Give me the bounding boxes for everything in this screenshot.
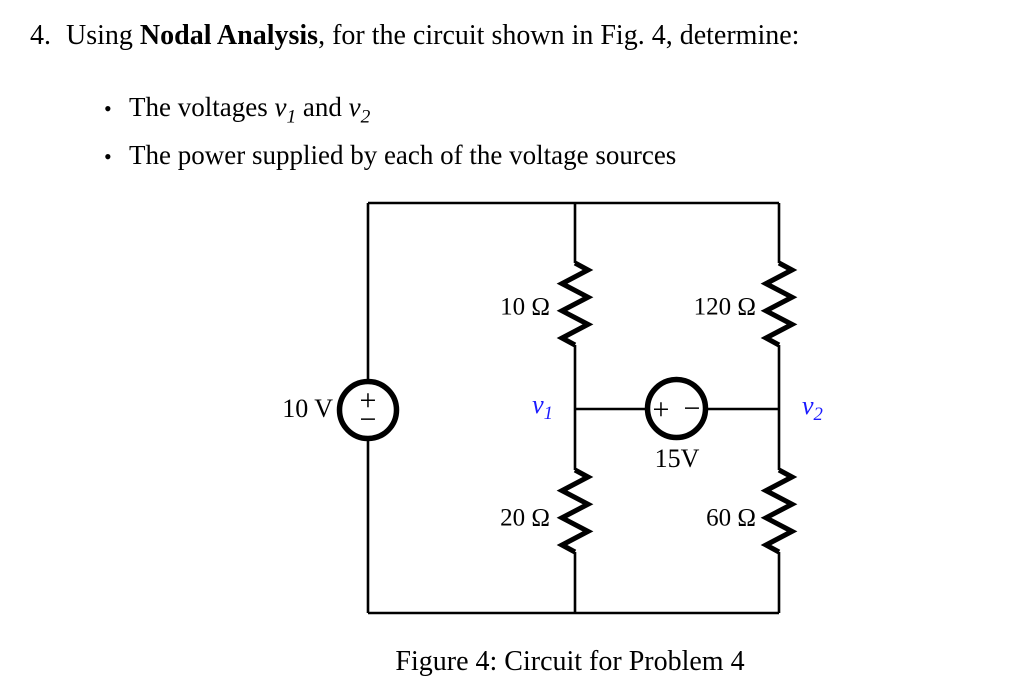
- resistors: [556, 260, 798, 555]
- bullet1-v2-sub: 2: [360, 106, 371, 128]
- heading-text-lead: Using: [66, 20, 140, 51]
- bullet1-v2-base: v: [348, 92, 361, 122]
- bullet-item-power: • The power supplied by each of the volt…: [104, 140, 677, 171]
- bullet1-v1-sub: 1: [286, 106, 297, 128]
- source-polarity-marks: + − + −: [360, 384, 701, 436]
- figure-caption: Figure 4: Circuit for Problem 4: [395, 646, 745, 677]
- source-15v-label: 15V: [654, 444, 700, 473]
- resistor-20ohm-zigzag: [556, 467, 594, 555]
- node-v2-label: v2: [802, 393, 823, 425]
- node-v1-label: v1: [532, 392, 553, 424]
- resistor-60ohm-label: 60 Ω: [706, 504, 756, 532]
- bullet1-v2: v2: [348, 92, 371, 127]
- heading-text-rest: , for the circuit shown in Fig. 4, deter…: [318, 20, 800, 51]
- heading-text-bold: Nodal Analysis: [139, 20, 319, 51]
- bullet1-pre: The voltages: [129, 92, 275, 122]
- resistor-120ohm-label: 120 Ω: [693, 293, 756, 321]
- resistor-10ohm-zigzag: [556, 260, 594, 348]
- resistor-120ohm-zigzag: [760, 260, 798, 348]
- bullet1-text: The voltages v1 and v2: [129, 92, 371, 128]
- bullet1-mid: and: [296, 92, 349, 122]
- bullet2-text: The power supplied by each of the voltag…: [129, 140, 677, 170]
- resistor-10ohm-label: 10 Ω: [500, 293, 550, 321]
- node-v1-sub: 1: [543, 403, 553, 425]
- plus-icon: +: [360, 384, 377, 417]
- plus-icon: +: [653, 393, 670, 426]
- bullet1-v1-base: v: [274, 92, 287, 122]
- node-v1-base: v: [532, 390, 544, 420]
- resistor-20ohm-label: 20 Ω: [500, 504, 550, 532]
- problem-number: 4.: [30, 20, 51, 51]
- minus-icon: −: [684, 392, 701, 425]
- bullet-icon: •: [104, 96, 112, 121]
- voltage-source-15v-circle: [644, 376, 709, 441]
- voltage-source-10v-circle: [336, 378, 400, 442]
- problem-heading: 4. Using Nodal Analysis, for the circuit …: [30, 20, 799, 52]
- bullet-icon: •: [104, 144, 112, 169]
- bullet-item-voltages: • The voltages v1 and v2: [104, 92, 371, 128]
- source-10v-label: 10 V: [282, 394, 333, 423]
- resistor-60ohm-zigzag: [760, 467, 798, 555]
- node-v2-sub: 2: [813, 404, 823, 426]
- node-v2-base: v: [802, 391, 814, 421]
- bullet1-v1: v1: [274, 92, 296, 127]
- minus-icon: −: [360, 403, 377, 436]
